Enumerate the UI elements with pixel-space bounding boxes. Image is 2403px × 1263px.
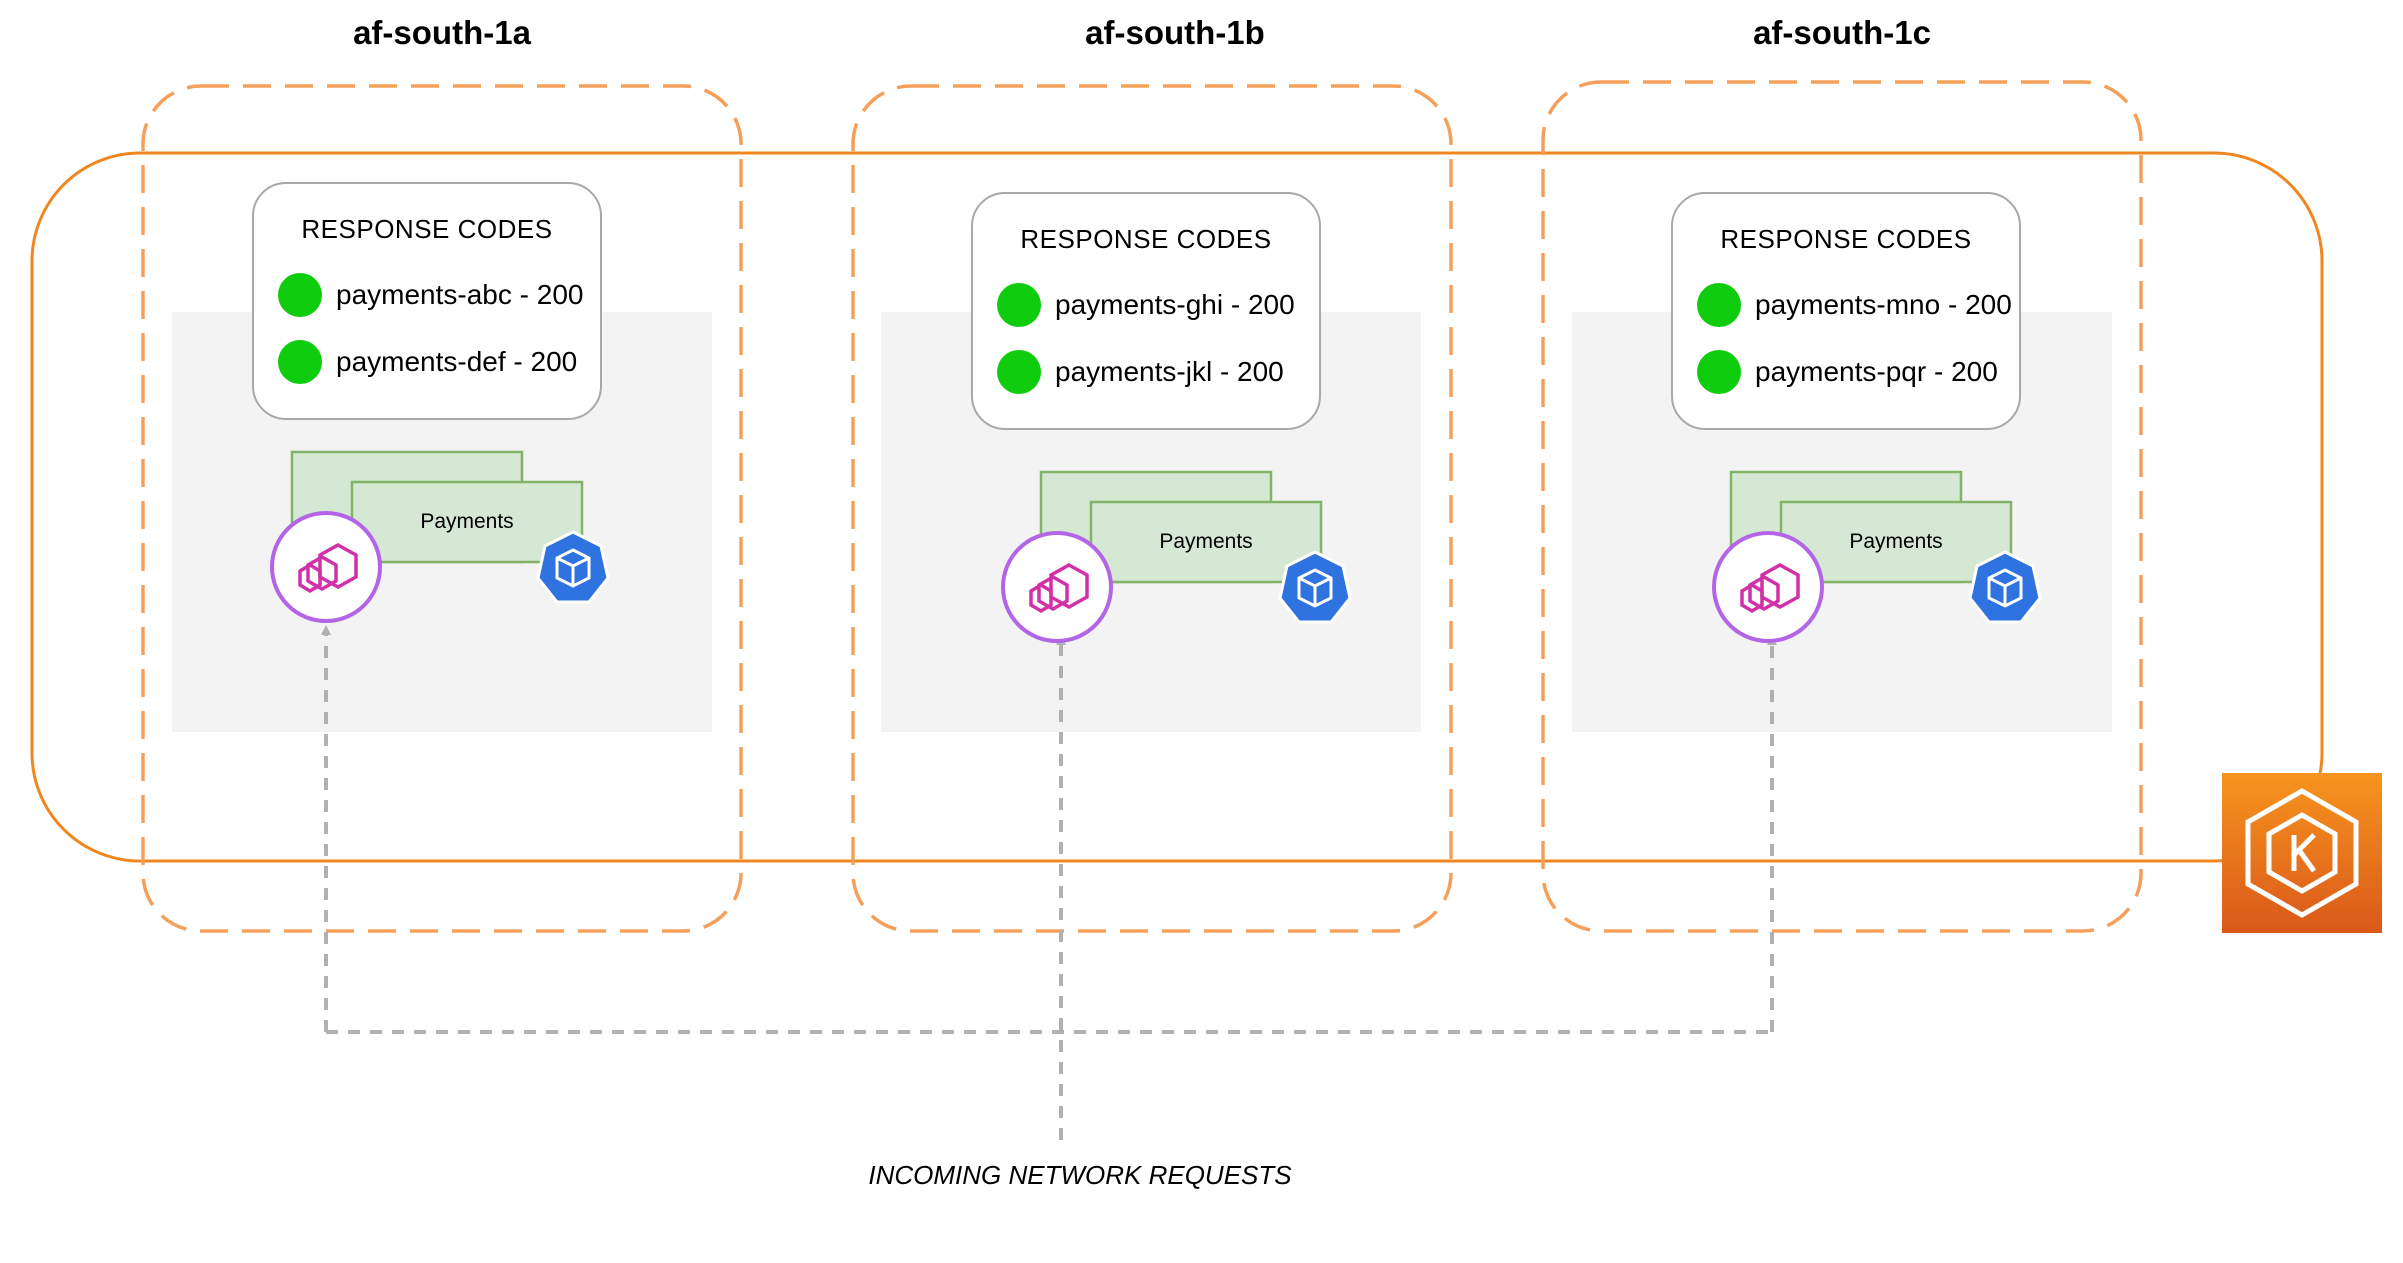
incoming-requests-label: INCOMING NETWORK REQUESTS [868, 1160, 1292, 1190]
response-code-text: payments-ghi - 200 [1055, 289, 1295, 320]
app-mesh-envoy-icon [1001, 531, 1113, 643]
response-code-text: payments-def - 200 [336, 346, 578, 377]
response-codes-panel: RESPONSE CODES payments-mno - 200 paymen… [1671, 192, 2021, 430]
response-code-row: payments-ghi - 200 [997, 280, 1295, 330]
pod-front-b [1089, 500, 1323, 584]
availability-zone-b [851, 84, 1453, 933]
response-codes-panel: RESPONSE CODES payments-ghi - 200 paymen… [971, 192, 1321, 430]
zone-title-b: af-south-1b [1085, 14, 1265, 51]
response-code-row: payments-jkl - 200 [997, 347, 1284, 397]
response-code-text: payments-mno - 200 [1755, 289, 2012, 320]
workload-label: Payments [1849, 530, 1943, 553]
status-ok-indicator [1697, 350, 1741, 394]
response-codes-title: RESPONSE CODES [301, 214, 553, 244]
response-code-row: payments-abc - 200 [278, 270, 583, 320]
app-mesh-envoy-icon [270, 511, 382, 623]
status-ok-indicator [278, 340, 322, 384]
kubernetes-pod-icon [536, 530, 610, 604]
zone-title-a: af-south-1a [353, 14, 531, 51]
response-code-row: payments-mno - 200 [1697, 280, 2012, 330]
availability-zone-c [1541, 80, 2143, 933]
response-code-text: payments-jkl - 200 [1055, 356, 1284, 387]
response-code-text: payments-pqr - 200 [1755, 356, 1998, 387]
response-codes-title: RESPONSE CODES [1720, 224, 1972, 254]
zone-title-c: af-south-1c [1753, 14, 1931, 51]
status-ok-indicator [997, 283, 1041, 327]
eks-cluster-boundary [30, 151, 2324, 863]
status-ok-indicator [997, 350, 1041, 394]
kubernetes-pod-icon [1278, 550, 1352, 624]
response-code-text: payments-abc - 200 [336, 279, 584, 310]
response-codes-panel: RESPONSE CODES payments-abc - 200 paymen… [252, 182, 602, 420]
workload-label: Payments [1159, 530, 1253, 553]
kubernetes-pod-icon [1968, 550, 2042, 624]
status-ok-indicator [1697, 283, 1741, 327]
status-ok-indicator [278, 273, 322, 317]
response-code-row: payments-pqr - 200 [1697, 347, 1998, 397]
availability-zone-a [141, 84, 743, 933]
workload-label: Payments [420, 510, 514, 533]
app-mesh-envoy-icon [1712, 531, 1824, 643]
response-code-row: payments-def - 200 [278, 337, 577, 387]
amazon-eks-icon [2222, 773, 2382, 933]
response-codes-title: RESPONSE CODES [1020, 224, 1272, 254]
